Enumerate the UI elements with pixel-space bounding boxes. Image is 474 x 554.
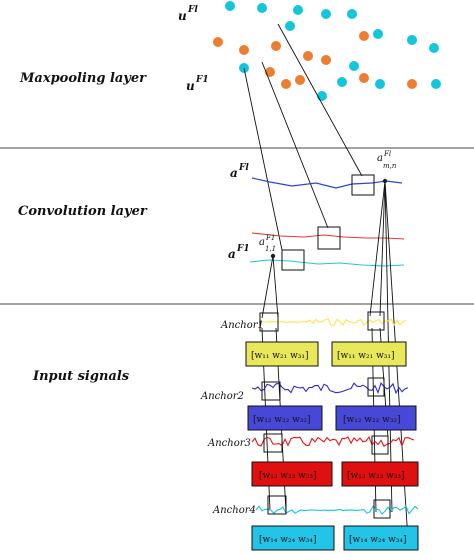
anchor-label-4: Anchor4 bbox=[212, 505, 256, 516]
cyan-pooling-dot bbox=[285, 21, 295, 31]
pooling-connectors bbox=[243, 23, 363, 251]
conv-box-low bbox=[281, 249, 305, 271]
cyan-pooling-dot bbox=[375, 79, 385, 89]
weight-row-2: [w₁₂ w₂₂ w₃₂] [w₁₂ w₂₂ w₃₂] bbox=[247, 405, 417, 431]
svg-text:Fl: Fl bbox=[187, 5, 198, 15]
section-label-convolution: Convolution layer bbox=[18, 204, 148, 219]
cyan-pooling-dot bbox=[317, 91, 327, 101]
cyan-pooling-dot bbox=[407, 35, 417, 45]
weight-text-1-left: [w₁₁ w₂₁ w₃₁] bbox=[251, 351, 309, 361]
orange-pooling-dot bbox=[407, 79, 417, 89]
label-a-11: a F1 1,1 bbox=[259, 234, 276, 253]
svg-text:1,1: 1,1 bbox=[265, 245, 276, 253]
cyan-pooling-dot bbox=[293, 5, 303, 15]
cyan-pooling-dot bbox=[373, 29, 383, 39]
anchor-label-2: Anchor2 bbox=[200, 391, 244, 402]
orange-pooling-dot bbox=[271, 41, 281, 51]
label-a-fl: a Fl bbox=[230, 163, 249, 180]
weight-text-3-left: [w₁₃ w₂₃ w₃₃] bbox=[259, 471, 317, 481]
orange-pooling-dot bbox=[265, 67, 275, 77]
svg-text:a: a bbox=[230, 166, 238, 180]
weight-text-2-right: [w₁₂ w₂₂ w₃₂] bbox=[343, 415, 401, 425]
orange-pooling-dot bbox=[359, 73, 369, 83]
cyan-pooling-dot bbox=[337, 77, 347, 87]
svg-text:a: a bbox=[228, 247, 236, 261]
svg-text:u: u bbox=[186, 79, 195, 93]
weight-text-4-right: [w₁₄ w₂₄ w₃₄] bbox=[349, 535, 407, 545]
weight-box-1-left bbox=[245, 341, 319, 367]
section-label-input: Input signals bbox=[32, 369, 130, 384]
weight-row-3: [w₁₃ w₂₃ w₃₃] [w₁₃ w₂₃ w₃₃] bbox=[251, 461, 419, 487]
orange-pooling-dot bbox=[213, 37, 223, 47]
svg-text:F1: F1 bbox=[236, 244, 250, 254]
weight-row-1: [w₁₁ w₂₁ w₃₁] [w₁₁ w₂₁ w₃₁] bbox=[245, 341, 407, 367]
section-label-maxpooling: Maxpooling layer bbox=[19, 71, 147, 86]
weight-text-1-right: [w₁₁ w₂₁ w₃₁] bbox=[337, 351, 395, 361]
anchor1-signal bbox=[262, 318, 407, 327]
anchor-label-3: Anchor3 bbox=[207, 438, 251, 449]
pooling-dots bbox=[213, 1, 441, 101]
cyan-pooling-dot bbox=[347, 9, 357, 19]
weight-row-4: [w₁₄ w₂₄ w₃₄] [w₁₄ w₂₄ w₃₄] bbox=[251, 525, 419, 551]
svg-text:u: u bbox=[178, 9, 187, 23]
anchor4-signal bbox=[255, 505, 419, 515]
weight-box-2-right bbox=[335, 405, 417, 431]
orange-pooling-dot bbox=[239, 45, 249, 55]
svg-text:m,n: m,n bbox=[383, 162, 397, 170]
svg-text:a: a bbox=[259, 237, 265, 248]
weight-box-2-left bbox=[247, 405, 323, 431]
signal-window-boxes bbox=[259, 311, 391, 519]
weight-box-4-right bbox=[343, 525, 419, 551]
cyan-pooling-dot bbox=[225, 1, 235, 11]
label-u-f1: u F1 bbox=[186, 75, 209, 93]
cyan-pooling-dot bbox=[349, 61, 359, 71]
svg-text:F1: F1 bbox=[195, 75, 209, 85]
weight-box-4-left bbox=[251, 525, 335, 551]
cyan-pooling-dot bbox=[431, 79, 441, 89]
cyan-pooling-dot bbox=[257, 3, 267, 13]
svg-text:Fl: Fl bbox=[383, 150, 391, 158]
weight-text-4-left: [w₁₄ w₂₄ w₃₄] bbox=[259, 535, 317, 545]
weight-box-3-left bbox=[251, 461, 333, 487]
cyan-pooling-dot bbox=[321, 9, 331, 19]
weight-text-3-right: [w₁₃ w₂₃ w₃₃] bbox=[347, 471, 405, 481]
label-u-fl: u Fl bbox=[178, 5, 198, 23]
svg-text:a: a bbox=[377, 153, 383, 164]
weight-box-1-right bbox=[331, 341, 407, 367]
label-a-f1: a F1 bbox=[228, 244, 250, 261]
anchor3-signal bbox=[251, 435, 415, 448]
orange-pooling-dot bbox=[281, 79, 291, 89]
anchor2-signal bbox=[251, 381, 409, 395]
svg-text:F1: F1 bbox=[265, 234, 275, 242]
conv-signal-f1 bbox=[249, 259, 405, 267]
weight-box-3-right bbox=[341, 461, 419, 487]
conv-signal-fl bbox=[251, 177, 403, 189]
conv-box-mid bbox=[317, 226, 341, 250]
cyan-pooling-dot bbox=[429, 43, 439, 53]
label-a-mn: a Fl m,n bbox=[377, 150, 397, 170]
orange-pooling-dot bbox=[303, 51, 313, 61]
weight-text-2-left: [w₁₂ w₂₂ w₃₂] bbox=[253, 415, 311, 425]
anchor-label-1: Anchor1 bbox=[220, 320, 264, 331]
orange-pooling-dot bbox=[295, 75, 305, 85]
orange-pooling-dot bbox=[321, 55, 331, 65]
conv-box-top bbox=[351, 174, 375, 196]
svg-text:Fl: Fl bbox=[238, 163, 249, 173]
orange-pooling-dot bbox=[359, 31, 369, 41]
